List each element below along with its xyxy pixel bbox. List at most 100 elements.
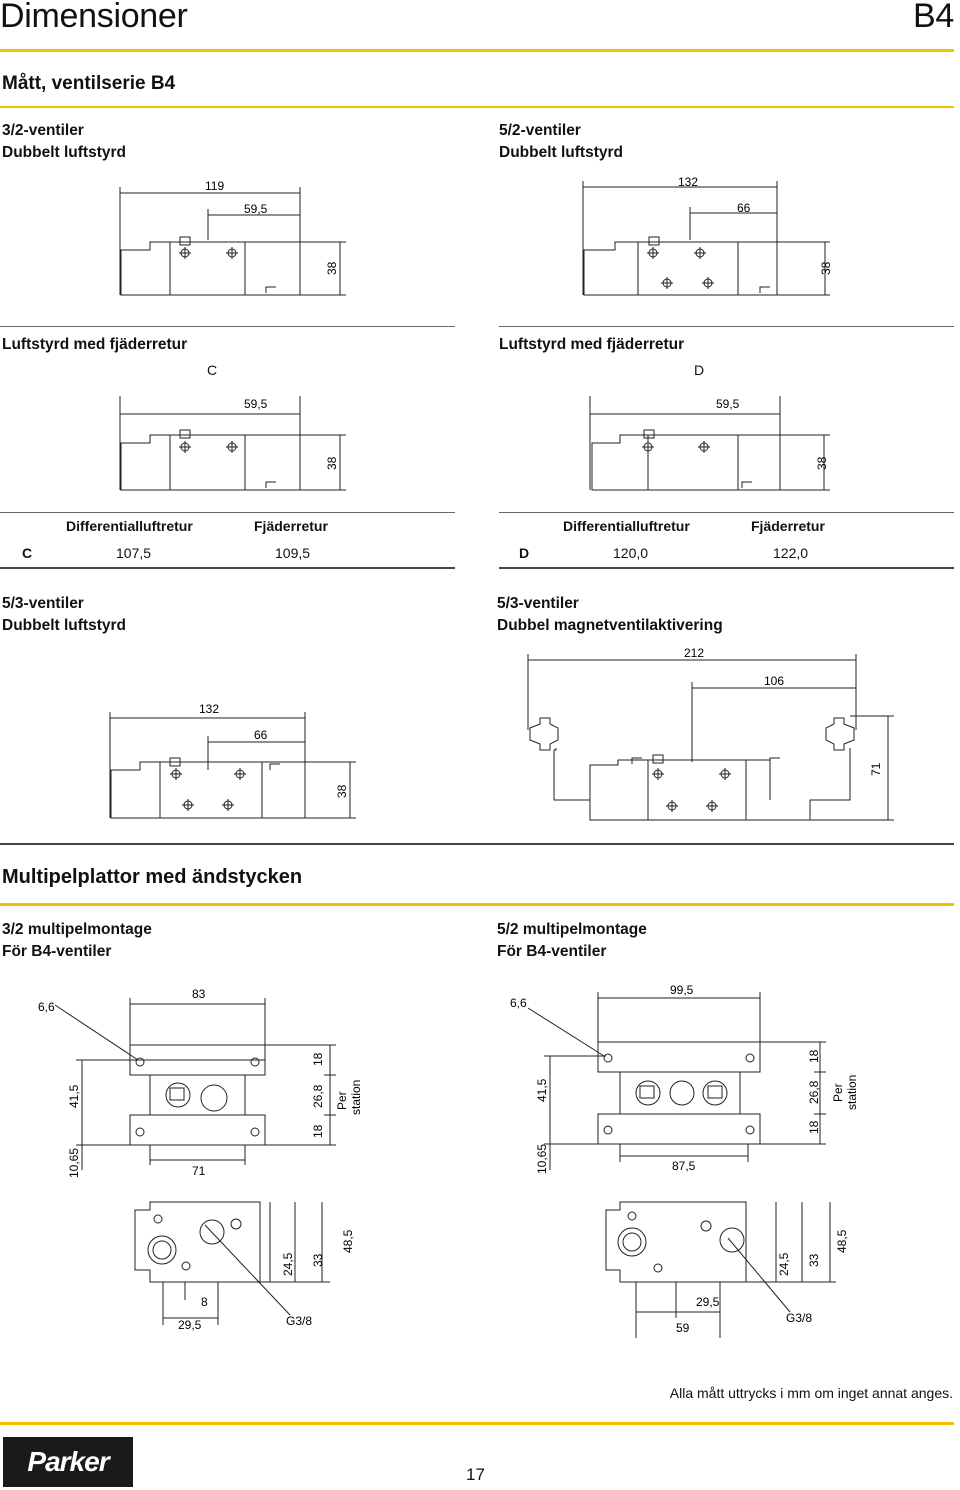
page-title: Dimensioner (0, 0, 188, 35)
footer-rule (0, 1422, 954, 1425)
m32-dim-b3: 48,5 (341, 1229, 355, 1253)
m32-dim-b1: 24,5 (281, 1252, 295, 1276)
m32-dim-d29: 29,5 (178, 1318, 202, 1332)
v52-dim-overall: 132 (678, 175, 698, 189)
section2-title: Multipelplattor med ändstycken (2, 866, 303, 888)
v53b-dim-height: 71 (869, 762, 883, 776)
m52-dim-bottom: 87,5 (672, 1159, 696, 1173)
page-number: 17 (466, 1465, 485, 1484)
v53a-title-l1: 5/3-ventiler (2, 595, 84, 612)
m52-dim-s1: 18 (807, 1049, 821, 1063)
m52-dim-b1: 24,5 (777, 1252, 791, 1276)
m52-dim-h1: 41,5 (535, 1078, 549, 1102)
m32-dim-s2: 26,8 (311, 1084, 325, 1108)
m52-title-l2: För B4-ventiler (497, 943, 607, 960)
m32-dim-h1: 41,5 (67, 1084, 81, 1108)
m32-title-l2: För B4-ventiler (2, 943, 112, 960)
v32-dim-height: 38 (325, 261, 339, 275)
springC-title: Luftstyrd med fjäderretur (2, 336, 188, 353)
m32-title: 3/2 multipelmontage För B4-ventiler (2, 919, 152, 963)
rule (499, 326, 954, 327)
springD-letter: D (694, 362, 705, 378)
v52-dim-height: 38 (819, 261, 833, 275)
v53a-dim-overall: 132 (199, 702, 219, 716)
m32-port: G3/8 (286, 1314, 312, 1328)
v53a-title-l2: Dubbelt luftstyrd (2, 617, 126, 634)
m52-dim-station: station (845, 1075, 859, 1110)
v52-dim-half: 66 (737, 201, 751, 215)
tableD-header-1: Fjäderretur (751, 518, 825, 534)
v32-title: 3/2-ventiler Dubbelt luftstyrd (2, 120, 126, 164)
m32-dim-d8: 8 (201, 1295, 208, 1309)
v52-title-l1: 5/2-ventiler (499, 122, 581, 139)
springD-dim-half: 59,5 (716, 397, 740, 411)
springC-drawing: 59,5 38 (119, 396, 346, 491)
v32-dim-overall: 119 (205, 179, 224, 193)
m32-dim-top: 83 (192, 987, 206, 1001)
v53a-dim-half: 66 (254, 728, 268, 742)
m52-drawing: 6,6 99,5 41,5 10,65 87,5 18 26,8 18 Per … (510, 983, 859, 1338)
tableC-val-0: 107,5 (116, 545, 152, 561)
v52-drawing: 132 66 38 (582, 175, 833, 296)
tableC-header-1: Fjäderretur (254, 518, 328, 534)
m52-dim-s3: 18 (807, 1120, 821, 1134)
m52-dim-per: Per (831, 1083, 845, 1102)
v53b-title: 5/3-ventiler Dubbel magnetventilaktiveri… (497, 593, 723, 637)
rule (0, 512, 455, 513)
m52-title: 5/2 multipelmontage För B4-ventiler (497, 919, 647, 963)
section2-rule (0, 903, 954, 906)
m52-dim-b2: 33 (807, 1253, 821, 1267)
v32-drawing: 119 59,5 38 (119, 179, 346, 296)
springC-dim-half: 59,5 (244, 397, 268, 411)
v32-title-l2: Dubbelt luftstyrd (2, 144, 126, 161)
parker-logo-text: Parker (27, 1446, 109, 1477)
v52-title-l2: Dubbelt luftstyrd (499, 144, 623, 161)
v53b-dim-overall: 212 (684, 646, 704, 660)
m52-dim-h2: 10,65 (535, 1144, 549, 1174)
springD-drawing: 59,5 38 (589, 396, 830, 491)
header-rule (0, 49, 954, 52)
m32-dim-station: station (349, 1080, 363, 1115)
m52-dim-d29: 29,5 (696, 1295, 720, 1309)
m52-port: G3/8 (786, 1311, 812, 1325)
v32-title-l1: 3/2-ventiler (2, 122, 84, 139)
parker-logo: Parker (3, 1437, 133, 1487)
m52-dim-edge: 6,6 (510, 996, 527, 1010)
m52-dim-top: 99,5 (670, 983, 694, 997)
tableD-row-label: D (519, 545, 530, 561)
section-title: Mått, ventilserie B4 (2, 73, 176, 94)
rule (499, 512, 954, 513)
v53b-dim-half: 106 (764, 674, 784, 688)
tableC-header-0: Differentialluftretur (66, 518, 193, 534)
v53b-title-l2: Dubbel magnetventilaktivering (497, 617, 723, 634)
tableC-val-1: 109,5 (275, 545, 311, 561)
m32-dim-edge: 6,6 (38, 1000, 55, 1014)
springC-letter: C (207, 362, 218, 378)
m52-dim-s2: 26,8 (807, 1080, 821, 1104)
m32-dim-bottom: 71 (192, 1164, 206, 1178)
v53b-drawing: 212 106 71 (527, 646, 894, 821)
section-rule (0, 106, 954, 108)
m52-dim-b3: 48,5 (835, 1229, 849, 1253)
m32-dim-h2: 10,65 (67, 1148, 81, 1178)
m32-dim-s1: 18 (311, 1052, 325, 1066)
tableD-val-1: 122,0 (773, 545, 809, 561)
m32-title-l1: 3/2 multipelmontage (2, 921, 152, 938)
v53a-dim-height: 38 (335, 784, 349, 798)
m32-dim-s3: 18 (311, 1124, 325, 1138)
springC-dim-height: 38 (325, 456, 339, 470)
m32-dim-per: Per (335, 1091, 349, 1110)
rule (0, 843, 954, 845)
m52-title-l1: 5/2 multipelmontage (497, 921, 647, 938)
tableD-header-0: Differentialluftretur (563, 518, 690, 534)
m52-dim-d59: 59 (676, 1321, 690, 1335)
v52-title: 5/2-ventiler Dubbelt luftstyrd (499, 120, 623, 164)
rule (0, 567, 455, 569)
springD-title: Luftstyrd med fjäderretur (499, 336, 685, 353)
m32-drawing: 6,6 83 41,5 10,65 71 18 26,8 18 Per stat… (38, 987, 363, 1332)
rule (499, 567, 954, 569)
v53a-title: 5/3-ventiler Dubbelt luftstyrd (2, 593, 126, 637)
v32-dim-half: 59,5 (244, 202, 268, 216)
v53a-drawing: 132 66 38 (109, 702, 356, 819)
v53b-title-l1: 5/3-ventiler (497, 595, 579, 612)
